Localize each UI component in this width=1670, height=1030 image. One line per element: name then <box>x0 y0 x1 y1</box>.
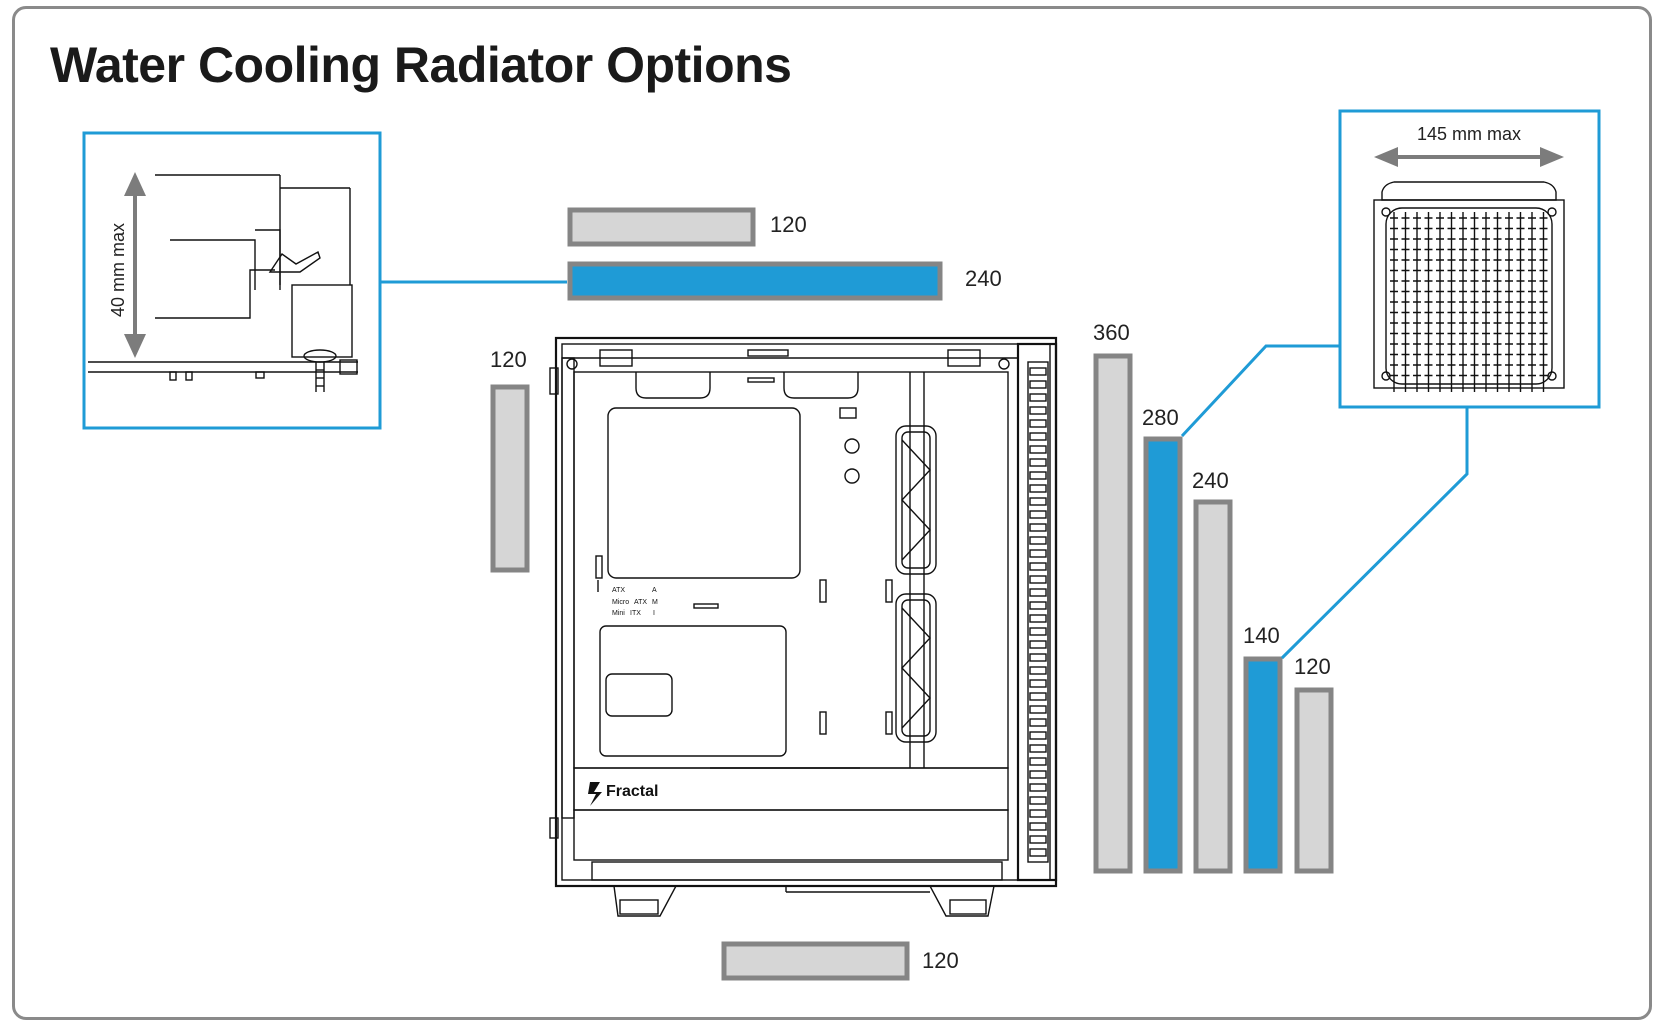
top-clearance-callout <box>82 131 382 430</box>
top-radiator-120 <box>567 207 756 247</box>
front-radiator-120-label: 120 <box>1294 654 1331 679</box>
front-280-connector-line <box>1180 344 1340 438</box>
front-radiator-280 <box>1143 436 1183 874</box>
front-140-connector-line <box>1280 408 1469 660</box>
bottom-radiator-120-label: 120 <box>922 948 959 973</box>
top-radiator-120-label: 120 <box>770 212 807 237</box>
front-clearance-dimension-arrow <box>1374 147 1564 167</box>
board-label-atx: ATX <box>612 587 625 594</box>
front-radiator-120 <box>1294 687 1334 874</box>
top-radiator-240-label: 240 <box>965 266 1002 291</box>
front-radiator-240 <box>1193 499 1233 874</box>
top-clearance-dimension-arrow <box>124 172 146 358</box>
board-label-m: M <box>652 599 658 606</box>
front-radiator-240-label: 240 <box>1192 468 1229 493</box>
front-radiator-360 <box>1093 353 1133 874</box>
board-label-i: I <box>653 610 655 617</box>
rear-radiator-120-label: 120 <box>490 347 527 372</box>
bottom-radiator-120 <box>721 941 910 981</box>
front-radiator-360-label: 360 <box>1093 320 1130 345</box>
page-title: Water Cooling Radiator Options <box>50 37 792 93</box>
fractal-logo <box>588 782 602 806</box>
board-label-mini: Mini <box>612 610 625 617</box>
board-label-itx: ITX <box>630 610 641 617</box>
case-brand-label: Fractal <box>606 783 658 800</box>
front-radiator-detail-drawing <box>1373 181 1565 392</box>
board-label-micro: Micro <box>612 599 629 606</box>
top-clearance-label: 40 mm max <box>108 223 128 317</box>
top-clearance-detail-drawing <box>88 174 358 392</box>
front-radiator-280-label: 280 <box>1142 405 1179 430</box>
top-radiator-240 <box>567 261 943 301</box>
front-radiator-140 <box>1243 656 1283 874</box>
figure-frame <box>12 6 1652 1020</box>
pc-case-drawing <box>549 336 1058 917</box>
board-label-a: A <box>652 587 657 594</box>
front-clearance-label: 145 mm max <box>1417 124 1521 144</box>
front-radiator-140-label: 140 <box>1243 623 1280 648</box>
rear-radiator-120 <box>490 384 530 573</box>
board-label-atx-2: ATX <box>634 599 647 606</box>
